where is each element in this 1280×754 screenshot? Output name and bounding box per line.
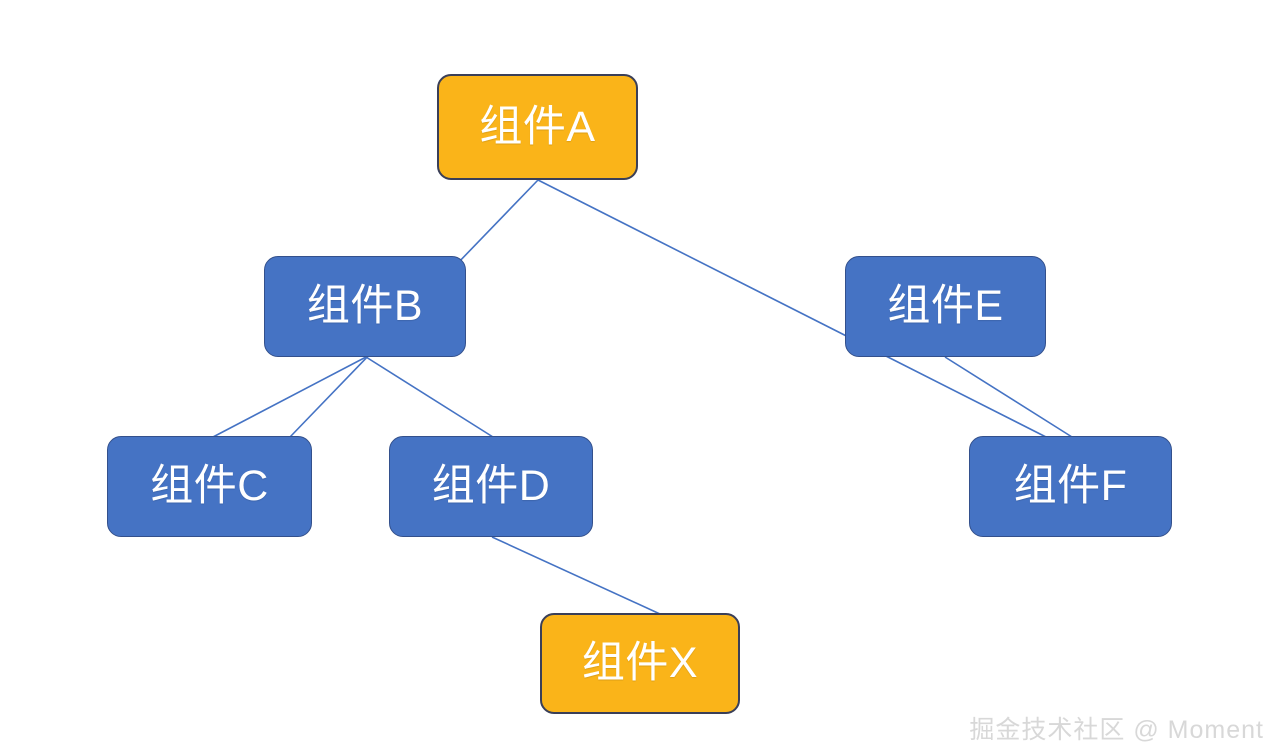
node-b[interactable]: 组件B [264, 256, 466, 357]
edge-b-to-d [365, 356, 494, 438]
node-label-f: 组件F [1013, 462, 1128, 510]
node-label-a: 组件A [479, 102, 596, 151]
node-d[interactable]: 组件D [389, 436, 593, 537]
node-label-c: 组件C [150, 462, 269, 510]
edge-e-to-f [944, 356, 1073, 438]
node-a[interactable]: 组件A [437, 74, 638, 180]
node-label-b: 组件B [306, 282, 424, 330]
node-label-e: 组件E [887, 282, 1004, 330]
watermark: 掘金技术社区 @ Moment [969, 716, 1264, 744]
edge-d-to-x [491, 536, 661, 615]
edge-a-to-e [537, 179, 1047, 438]
node-c[interactable]: 组件C [107, 436, 312, 537]
node-x[interactable]: 组件X [540, 613, 740, 714]
node-label-x: 组件X [581, 639, 699, 687]
node-f[interactable]: 组件F [969, 436, 1172, 537]
node-label-d: 组件D [431, 462, 551, 510]
node-e[interactable]: 组件E [845, 256, 1046, 357]
edge-b-to-c [212, 356, 367, 438]
